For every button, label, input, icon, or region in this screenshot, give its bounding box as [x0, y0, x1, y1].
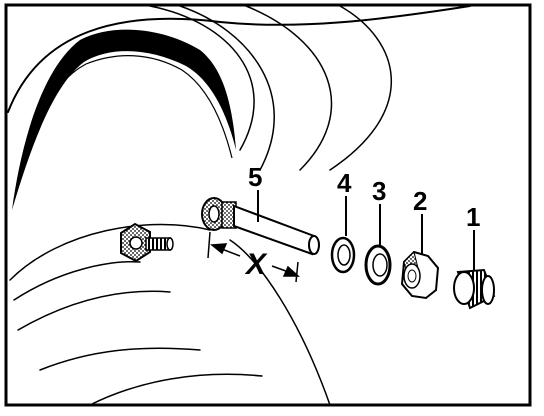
callout-2: 2	[413, 186, 427, 216]
dimension-x-label: X	[244, 248, 268, 281]
tyre-bead-inner	[13, 55, 233, 201]
callout-5: 5	[248, 162, 262, 192]
installed-valve	[120, 222, 174, 263]
leader-lines	[257, 190, 475, 270]
callout-3: 3	[372, 176, 386, 206]
valve-stem-part-5	[201, 197, 320, 256]
callout-4: 4	[337, 168, 352, 198]
hex-nut-part-2	[400, 250, 440, 300]
callout-1: 1	[466, 202, 480, 232]
dimension-x	[207, 231, 300, 283]
rim-outline	[7, 5, 471, 406]
valve-cap-part-1	[453, 268, 496, 310]
frame-border	[4, 3, 532, 407]
washer-part-4	[330, 236, 356, 274]
tyre-bead-shading	[12, 29, 236, 210]
washer-part-3	[364, 244, 392, 286]
